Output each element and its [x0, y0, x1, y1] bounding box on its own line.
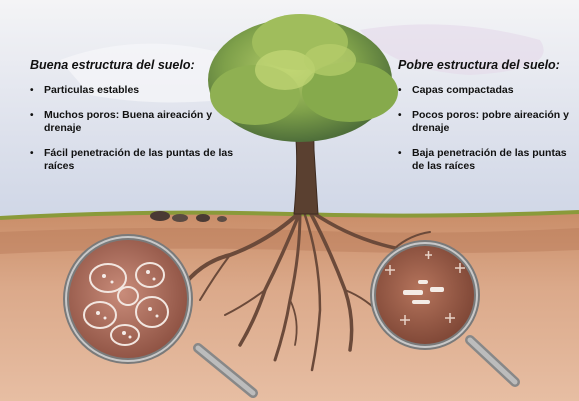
- list-item: Muchos poros: Buena aireación y drenaje: [30, 109, 250, 135]
- soil-aggregates: [83, 262, 169, 346]
- list-item: Baja penetración de las puntas de las ra…: [398, 147, 576, 173]
- good-structure-list: Particulas estables Muchos poros: Buena …: [30, 84, 250, 173]
- cloud: [360, 24, 544, 75]
- magnifier-good-structure: [63, 234, 258, 398]
- good-structure-panel: Buena estructura del suelo: Particulas e…: [30, 58, 250, 185]
- good-structure-title: Buena estructura del suelo:: [30, 58, 195, 72]
- grass-line: [0, 210, 579, 220]
- compacted-layer-marks: [385, 251, 465, 325]
- poor-structure-list: Capas compactadas Pocos poros: pobre air…: [398, 84, 576, 173]
- magnifier-poor-structure: [370, 240, 520, 387]
- surface-stones: [150, 211, 227, 222]
- list-item: Pocos poros: pobre aireación y drenaje: [398, 109, 576, 135]
- list-item: Fácil penetración de las puntas de las r…: [30, 147, 250, 173]
- list-item: Capas compactadas: [398, 84, 576, 97]
- compacted-pores: [403, 280, 444, 304]
- poor-structure-panel: Pobre estructura del suelo: Capas compac…: [398, 58, 576, 185]
- poor-structure-title: Pobre estructura del suelo:: [398, 58, 560, 72]
- list-item: Particulas estables: [30, 84, 250, 97]
- aggregate-speckles: [96, 270, 159, 339]
